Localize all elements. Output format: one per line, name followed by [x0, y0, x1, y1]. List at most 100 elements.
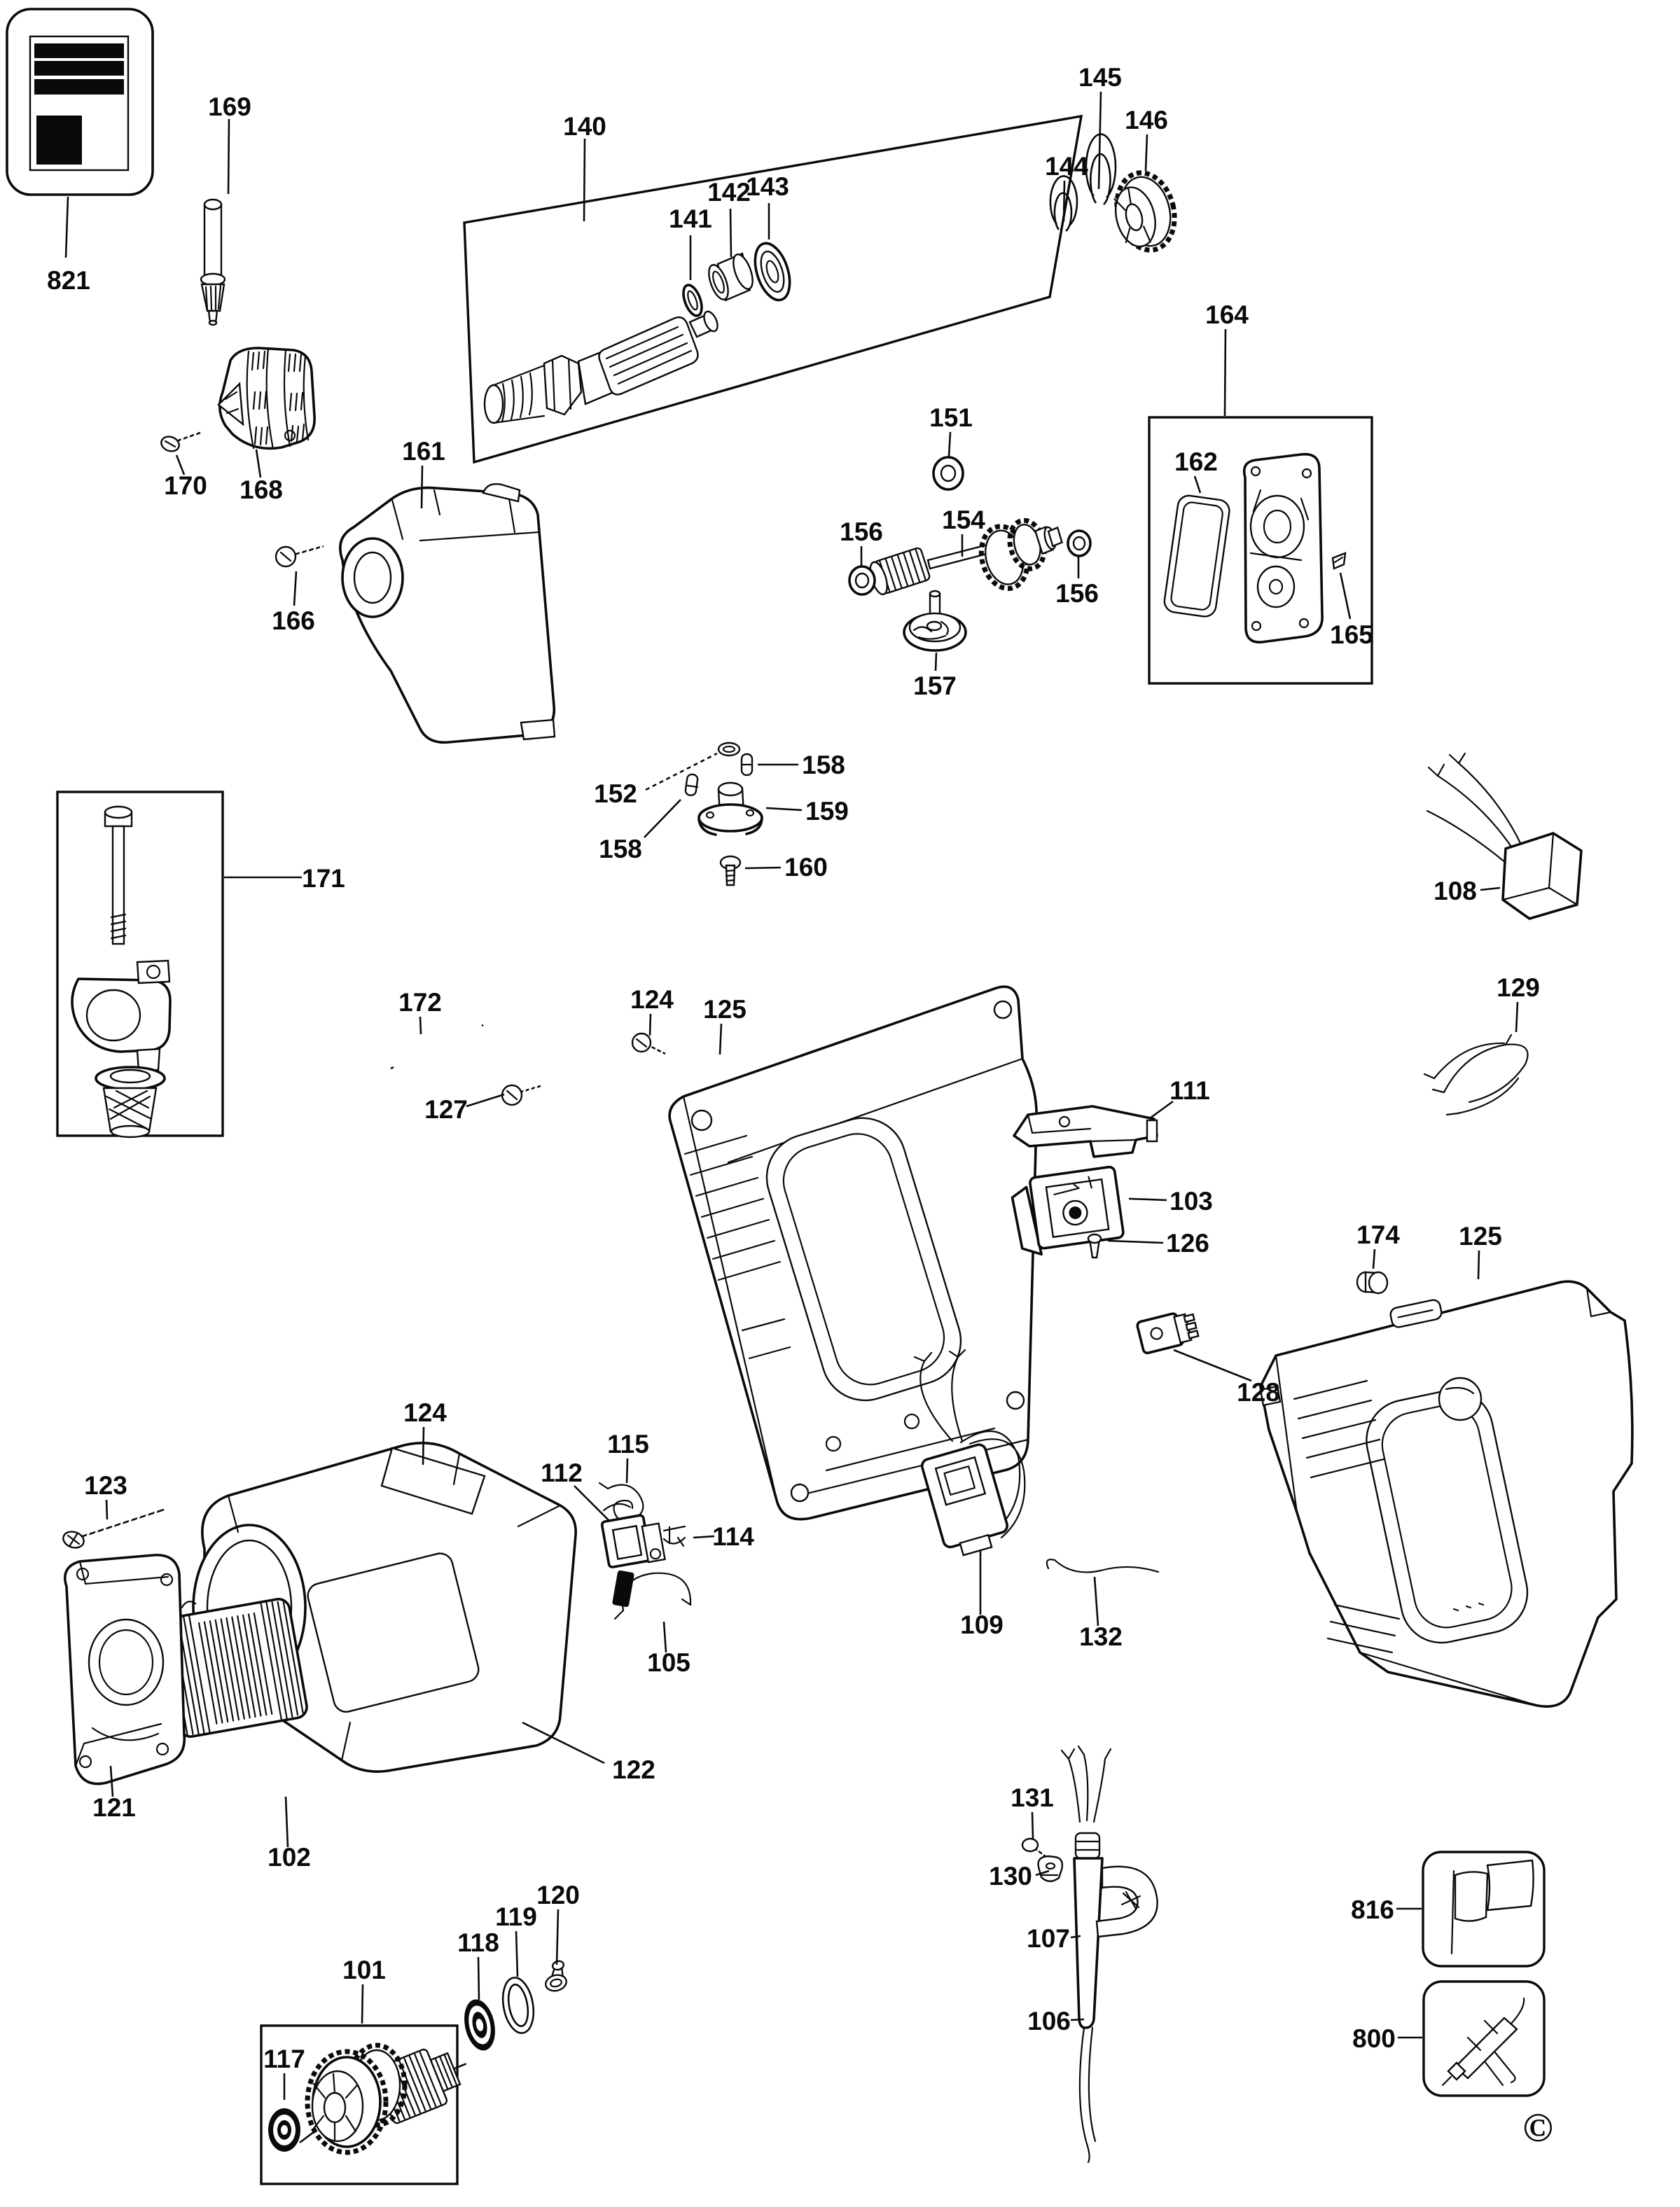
callout-label: 160 [784, 853, 828, 882]
callout-label: 158 [599, 835, 642, 863]
callout-label: 142 [707, 178, 751, 207]
callout-label: 124 [630, 985, 674, 1014]
callout-821: 821 [47, 196, 90, 295]
callout-label: 144 [1045, 152, 1088, 181]
brush-holder-112 [600, 1503, 666, 1568]
callout-122: 122 [522, 1721, 655, 1784]
callout-124-top: 124 [630, 985, 674, 1036]
rod-172 [390, 1024, 484, 1070]
bearing-117 [268, 2108, 300, 2152]
bearing-156-left [848, 565, 876, 596]
screw-123 [62, 1508, 165, 1549]
callout-label: 140 [563, 112, 606, 141]
o-ring-141 [682, 284, 703, 317]
callout-label: 129 [1497, 973, 1540, 1002]
cord-set [1060, 1745, 1158, 2164]
callout-165: 165 [1330, 572, 1373, 649]
callout-label: 115 [607, 1430, 649, 1458]
callout-label: 112 [541, 1458, 583, 1487]
callout-label: 126 [1166, 1229, 1209, 1258]
copyright-symbol: © [1522, 2105, 1553, 2150]
bearing-118 [464, 1999, 495, 2051]
callout-label: 821 [47, 266, 90, 295]
callout-169: 169 [208, 92, 251, 195]
callout-145: 145 [1078, 63, 1122, 190]
callout-114: 114 [693, 1522, 754, 1551]
callout-label: 119 [495, 1902, 537, 1931]
callout-154: 154 [942, 506, 985, 557]
callout-160: 160 [744, 853, 828, 882]
callout-816: 816 [1351, 1895, 1422, 1924]
callout-140: 140 [563, 112, 606, 222]
callout-label: 108 [1433, 877, 1477, 905]
armature-box [260, 2024, 459, 2185]
callout-121: 121 [92, 1765, 136, 1822]
key-165 [1331, 552, 1347, 570]
sleeve-142 [708, 252, 754, 302]
callout-111: 111 [1149, 1076, 1210, 1120]
connector-128 [1136, 1312, 1200, 1355]
spindle-lock-159 [697, 781, 763, 836]
jumper-wire-132 [1046, 1559, 1160, 1573]
spindle-shaft [483, 310, 718, 424]
callout-label: 111 [1169, 1076, 1210, 1105]
callout-label: 162 [1174, 447, 1218, 476]
callout-label: 141 [669, 204, 712, 233]
armature-101 [299, 2042, 467, 2155]
callout-107: 107 [1027, 1924, 1081, 1953]
bearing-support-121 [64, 1554, 186, 1785]
lock-lever-111 [1013, 1105, 1158, 1158]
callout-128: 128 [1173, 1349, 1280, 1407]
chuck-168 [217, 347, 316, 450]
callout-109: 109 [960, 1550, 1004, 1639]
screw-124-top [631, 1032, 666, 1057]
callout-156-right: 156 [1055, 556, 1099, 608]
callout-119: 119 [495, 1902, 537, 1977]
callout-label: 101 [342, 1956, 386, 1984]
callout-131: 131 [1011, 1783, 1054, 1839]
callout-label: 103 [1169, 1187, 1213, 1216]
callout-106: 106 [1027, 2007, 1085, 2035]
callout-label: 121 [92, 1793, 136, 1822]
screw-120 [545, 1960, 567, 1992]
callout-label: 123 [84, 1471, 127, 1500]
switch-109 [913, 1349, 1026, 1557]
callout-172: 172 [398, 988, 442, 1035]
callout-127: 127 [424, 1093, 505, 1124]
callout-152: 152 [594, 752, 718, 808]
cord-clamp-130 [1037, 1855, 1064, 1882]
gear-housing-161 [339, 483, 556, 744]
callout-label: 152 [594, 779, 637, 808]
callout-label: 124 [403, 1398, 447, 1427]
callout-label: 117 [263, 2045, 305, 2073]
housing-half-right-125 [1259, 1280, 1634, 1708]
callout-129: 129 [1497, 973, 1540, 1033]
gasket-162 [1163, 494, 1230, 618]
callout-label: 800 [1352, 2024, 1396, 2053]
housing-half-left-125 [668, 985, 1038, 1521]
fan-157 [903, 590, 967, 652]
callout-125-right: 125 [1459, 1222, 1502, 1280]
callout-label: 125 [703, 995, 747, 1024]
callout-126: 126 [1107, 1229, 1209, 1258]
gear-case-box [1148, 416, 1373, 685]
button-174 [1356, 1271, 1389, 1295]
callout-124-mid: 124 [403, 1398, 447, 1465]
callout-label: 151 [929, 403, 973, 432]
callout-label: 145 [1078, 63, 1122, 92]
spindle-assembly-box [463, 114, 1083, 464]
callout-label: 161 [402, 437, 445, 466]
callout-label: 165 [1330, 620, 1373, 649]
o-ring-152 [717, 742, 741, 757]
callout-144: 144 [1045, 152, 1088, 222]
callout-123: 123 [84, 1471, 127, 1520]
callout-label: 122 [612, 1755, 655, 1784]
field-stator-102 [161, 1598, 308, 1738]
callout-label: 157 [913, 671, 957, 700]
screw-160 [719, 855, 742, 886]
callout-label: 171 [302, 864, 345, 893]
callout-161: 161 [402, 437, 445, 509]
callout-label: 156 [1055, 579, 1099, 608]
callout-label: 125 [1459, 1222, 1502, 1251]
ring-151 [932, 456, 964, 491]
